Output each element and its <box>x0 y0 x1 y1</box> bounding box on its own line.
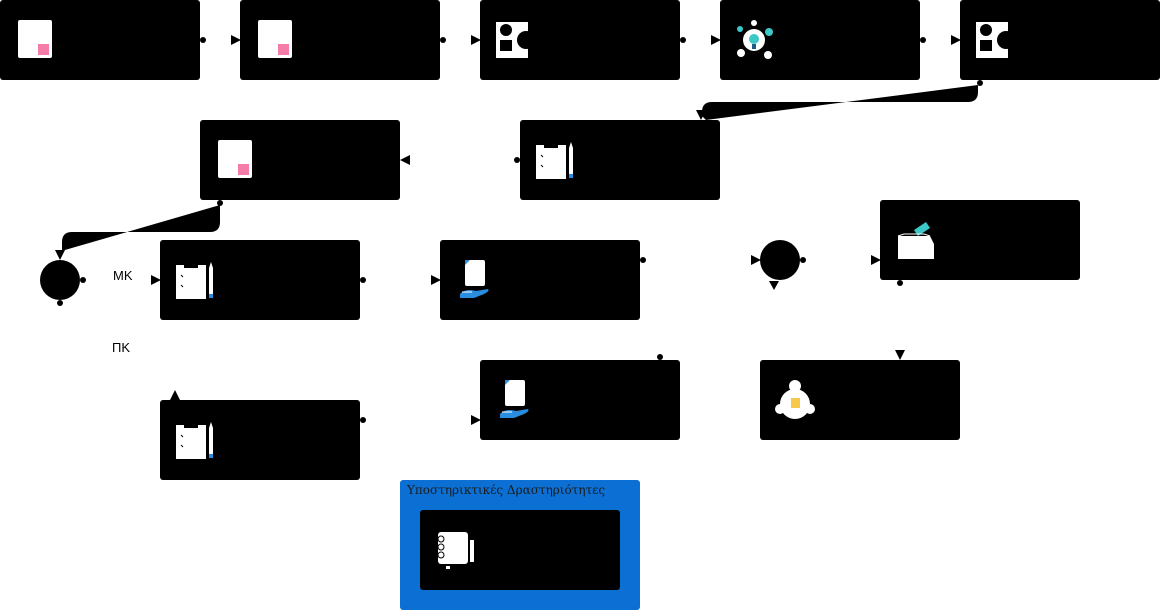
connector-arrow <box>769 281 779 290</box>
gateway-1[interactable] <box>40 260 80 300</box>
task-node-7[interactable] <box>520 120 720 200</box>
gateway-2[interactable] <box>760 240 800 280</box>
task-node-4[interactable] <box>720 0 920 80</box>
shapes-icon <box>494 18 538 62</box>
connector-arrow <box>231 35 241 45</box>
connector-arrow <box>471 415 481 425</box>
task-node-12[interactable] <box>480 360 680 440</box>
hand-document-icon <box>454 258 498 302</box>
connector-dot <box>217 200 223 206</box>
connector-arrow <box>696 110 706 120</box>
document-pink-icon <box>254 18 298 62</box>
connector-dot <box>657 354 663 360</box>
connector-dot <box>897 280 903 286</box>
branch-label-pk: ΠΚ <box>112 340 131 355</box>
group-title: Υποστηρικτικές Δραστηριότητες <box>407 483 606 497</box>
connector-arrow <box>170 390 180 400</box>
connector-dot <box>360 417 366 423</box>
task-node-3[interactable] <box>480 0 680 80</box>
task-node-8[interactable] <box>160 240 360 320</box>
task-node-2[interactable] <box>240 0 440 80</box>
task-node-11[interactable] <box>160 400 360 480</box>
connector-dot <box>977 80 983 86</box>
document-pink-icon <box>14 18 58 62</box>
connector-arrow <box>471 35 481 45</box>
notebook-icon <box>434 530 478 574</box>
connector-arrow <box>895 350 905 360</box>
cloud-note-icon <box>774 378 818 422</box>
connector-dot <box>640 257 646 263</box>
task-node-5[interactable] <box>960 0 1160 80</box>
connector-arrow <box>951 35 961 45</box>
task-node-13[interactable] <box>760 360 960 440</box>
connector-arrow <box>55 250 65 260</box>
task-node-1[interactable] <box>0 0 200 80</box>
connector-arrow <box>431 275 441 285</box>
connector-dot <box>680 37 686 43</box>
lightbulb-network-icon <box>734 18 778 62</box>
connector-dot <box>800 257 806 263</box>
connector-dot <box>360 277 366 283</box>
hand-document-icon <box>494 378 538 422</box>
connector-dot <box>920 37 926 43</box>
support-activities-group[interactable]: Υποστηρικτικές Δραστηριότητες <box>400 480 640 610</box>
flow-band <box>702 85 978 120</box>
connector-dot <box>440 37 446 43</box>
connector-dot <box>57 300 63 306</box>
shapes-icon <box>974 18 1018 62</box>
branch-label-mk: ΜΚ <box>113 268 133 283</box>
clipboard-pencil-icon <box>174 418 218 462</box>
connector-dot <box>514 157 520 163</box>
document-pink-icon <box>214 138 258 182</box>
task-node-9[interactable] <box>440 240 640 320</box>
connector-arrow <box>711 35 721 45</box>
connector-arrow <box>151 275 161 285</box>
connector-arrow <box>751 255 761 265</box>
task-node-14[interactable] <box>420 510 620 590</box>
task-node-6[interactable] <box>200 120 400 200</box>
clipboard-pencil-icon <box>174 258 218 302</box>
connector-arrow <box>871 255 881 265</box>
task-node-10[interactable] <box>880 200 1080 280</box>
flow-band <box>58 205 220 252</box>
ballot-box-icon <box>894 218 938 262</box>
connector-arrow <box>400 155 410 165</box>
clipboard-pencil-icon <box>534 138 578 182</box>
connector-dot <box>200 37 206 43</box>
connector-dot <box>80 277 86 283</box>
